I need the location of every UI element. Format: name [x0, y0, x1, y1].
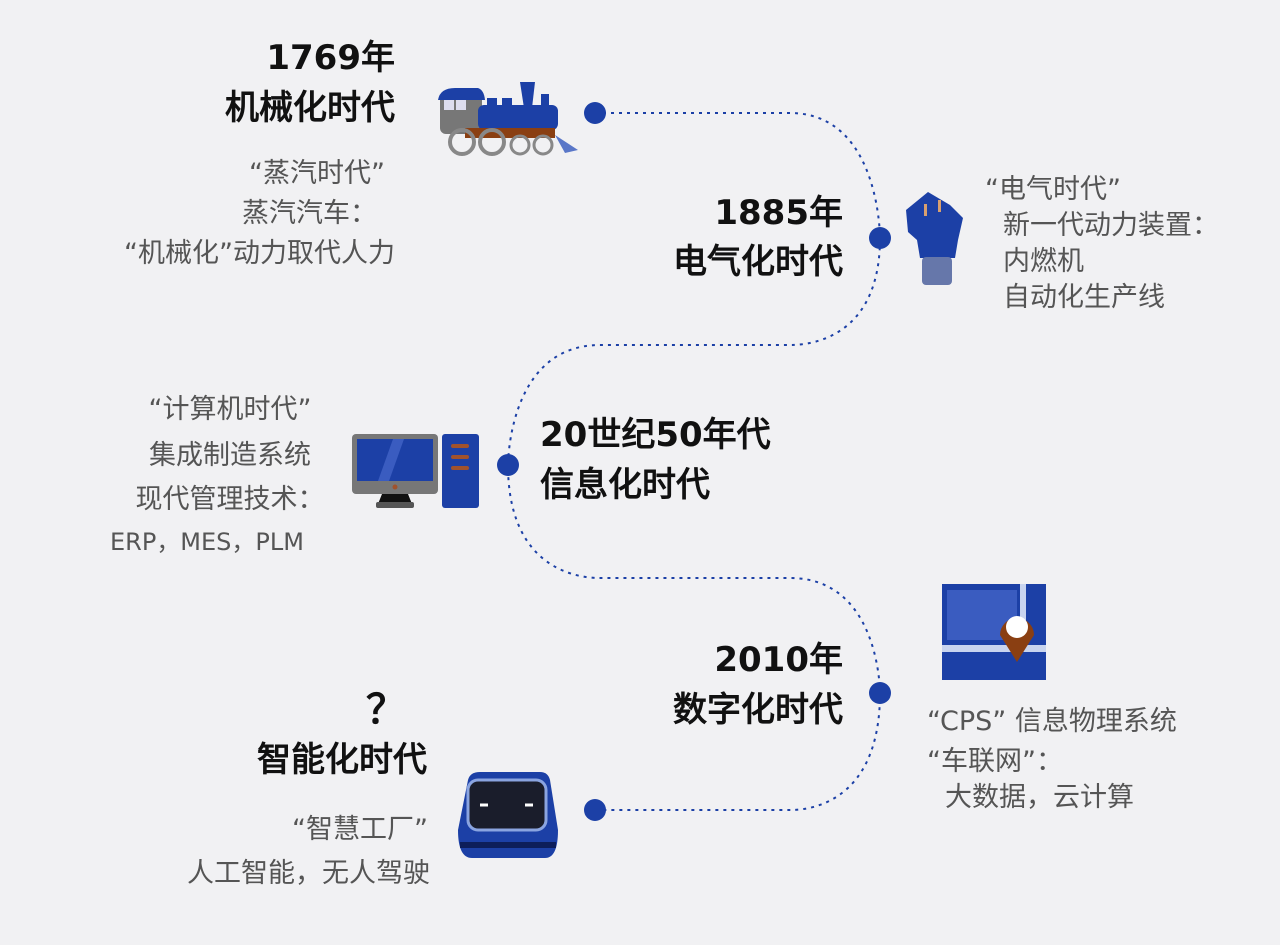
era-2010-desc: “CPS” 信息物理系统 “车联网”： 大数据，云计算	[927, 706, 1177, 813]
computer-icon	[352, 434, 479, 508]
timeline-dot-1885	[869, 227, 891, 249]
era-1950s-name: 信息化时代	[540, 465, 710, 505]
era-1769-desc: “蒸汽时代” 蒸汽汽车： “机械化”动力取代人力	[124, 158, 395, 269]
era-2010-year: 2010年	[714, 640, 843, 680]
engine-icon	[906, 192, 963, 285]
timeline-dot-1769	[584, 102, 606, 124]
era-future-desc: “智慧工厂” 人工智能，无人驾驶	[187, 814, 430, 889]
era-2010-name: 数字化时代	[673, 690, 843, 730]
era-1769-name: 机械化时代	[225, 88, 395, 128]
map-pin-icon	[942, 584, 1046, 680]
era-1885-desc: “电气时代” 新一代动力装置： 内燃机 自动化生产线	[985, 174, 1219, 313]
era-1950s-year: 20世纪50年代	[540, 415, 771, 455]
autonomous-vehicle-icon	[458, 772, 558, 858]
era-future-question-mark: ？	[366, 687, 406, 733]
era-1769-year: 1769年	[266, 38, 395, 78]
era-1885-name: 电气化时代	[673, 242, 843, 282]
era-1950s-desc: “计算机时代” 集成制造系统 现代管理技术： ERP，MES，PLM	[110, 394, 325, 556]
timeline-dot-2010	[869, 682, 891, 704]
era-1885-year: 1885年	[714, 193, 843, 233]
timeline-dot-1950s	[497, 454, 519, 476]
steam-locomotive-icon	[438, 82, 578, 156]
timeline-dot-future	[584, 799, 606, 821]
era-future-name: 智能化时代	[257, 740, 427, 780]
